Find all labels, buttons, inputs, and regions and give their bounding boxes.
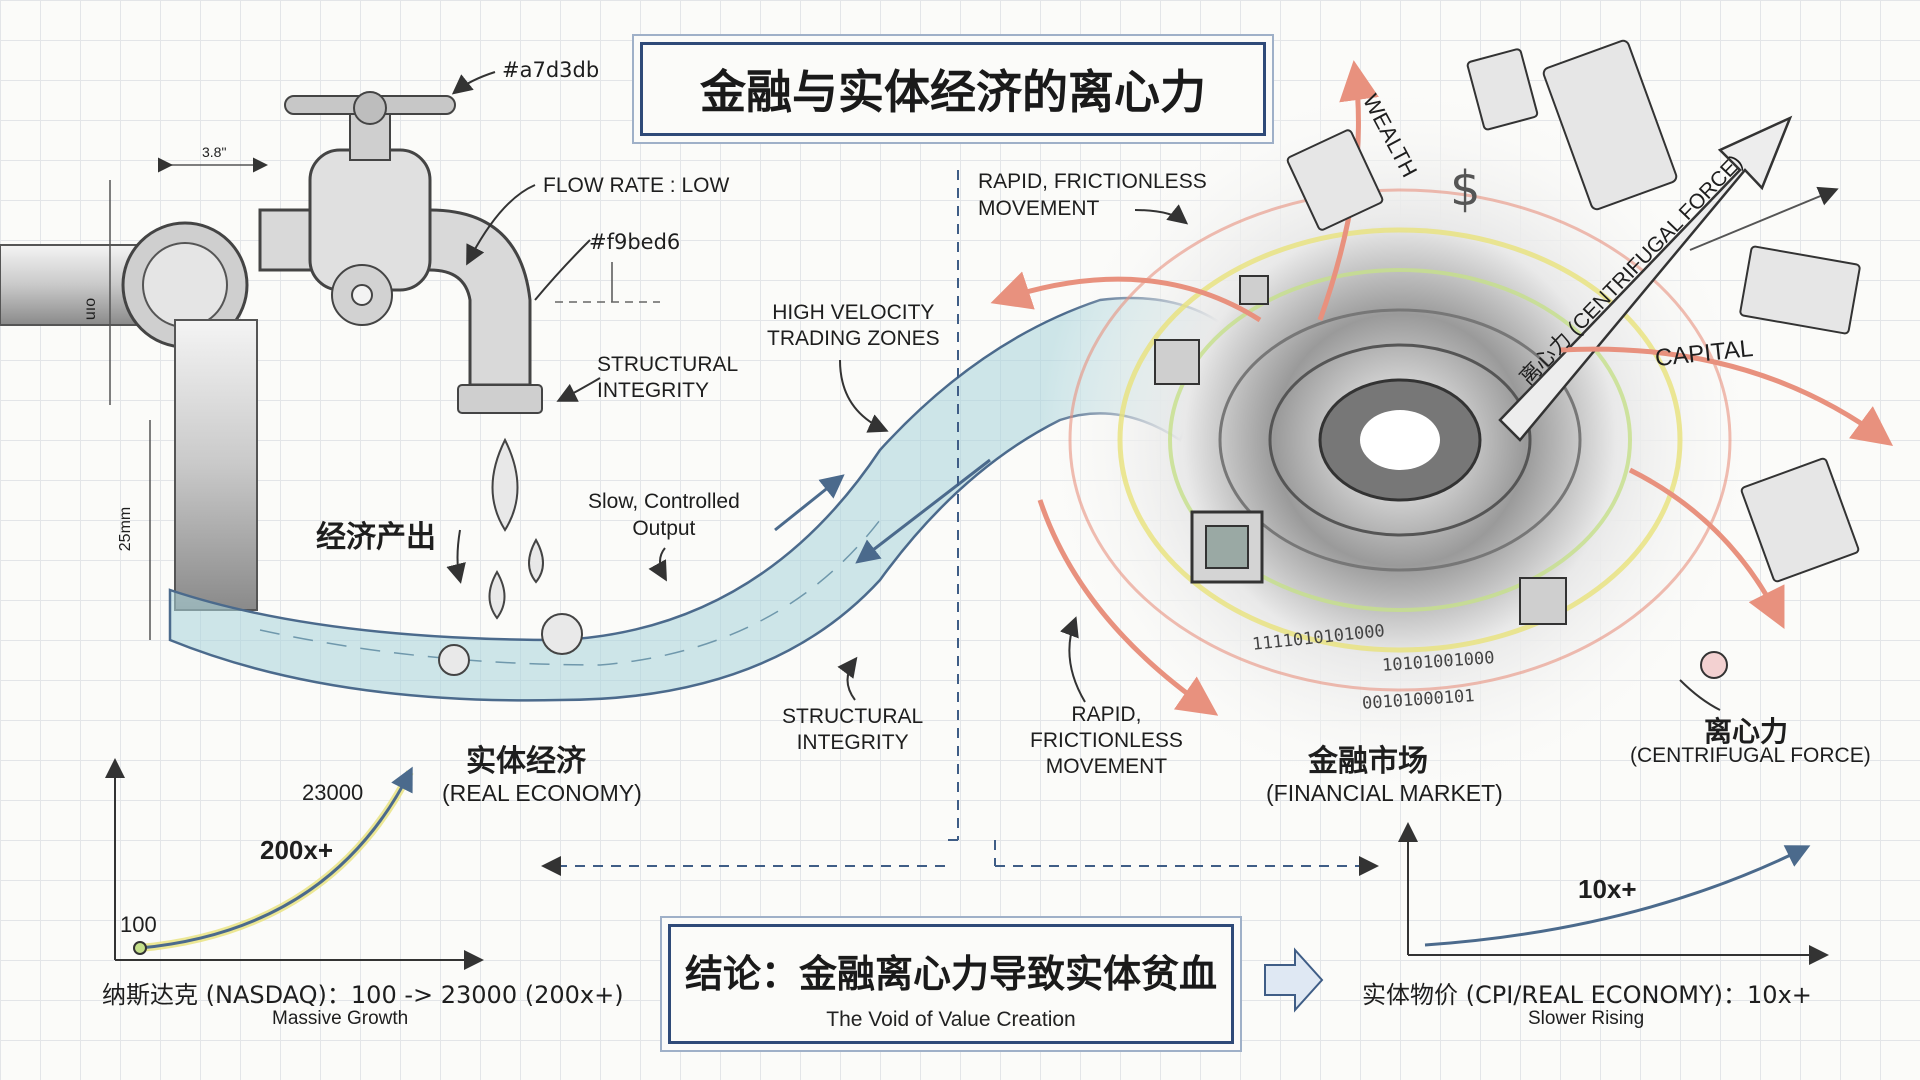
rapid-movement-top-label: RAPID, FRICTIONLESS MOVEMENT — [978, 170, 1207, 220]
color-label-top: #a7d3db — [502, 58, 600, 82]
centrifugal-label-cn: 离心力 — [1704, 715, 1789, 748]
nasdaq-multiplier-label: 200x+ — [260, 835, 334, 865]
structural-integrity-top-label: STRUCTURAL INTEGRITY — [597, 353, 739, 402]
cpi-subcaption: Slower Rising — [1528, 1008, 1645, 1029]
real-economy-label-en: (REAL ECONOMY) — [442, 780, 642, 806]
conclusion-subtitle: The Void of Value Creation — [826, 1008, 1076, 1031]
center-divider — [541, 170, 1379, 876]
vortex-illustration: $ — [990, 39, 1894, 800]
nasdaq-start-label: 100 — [120, 912, 157, 937]
financial-market-label-en: (FINANCIAL MARKET) — [1266, 780, 1503, 806]
financial-market-label-cn: 金融市场 — [1308, 744, 1428, 779]
structural-integrity-bottom-label: STRUCTURAL INTEGRITY — [782, 705, 924, 754]
flow-rate-label: FLOW RATE : LOW — [543, 174, 730, 197]
centrifugal-label-en: (CENTRIFUGAL FORCE) — [1630, 744, 1871, 767]
high-velocity-label: HIGH VELOCITY TRADING ZONES — [767, 301, 940, 350]
conclusion-box: 结论：金融离心力导致实体贫血 The Void of Value Creatio… — [668, 924, 1234, 1044]
dimension-left-label: uıo — [82, 297, 100, 321]
economic-output-label: 经济产出 — [316, 520, 436, 555]
nasdaq-end-label: 23000 — [302, 780, 364, 805]
dimension-long-label: 25mm — [117, 506, 135, 552]
conclusion-title: 结论：金融离心力导致实体贫血 — [684, 952, 1217, 996]
rapid-movement-bottom-label: RAPID, FRICTIONLESS MOVEMENT — [1030, 703, 1183, 778]
pointer-lines — [446, 71, 1721, 711]
color-label-mid: #f9bed6 — [589, 230, 681, 254]
nasdaq-caption: 纳斯达克 (NASDAQ)：100 -> 23000 (200x+) — [102, 981, 624, 1009]
cpi-growth-chart — [1398, 822, 1829, 965]
page-title: 金融与实体经济的离心力 — [640, 42, 1266, 136]
dimension-top-label: 3.8" — [202, 144, 227, 160]
nasdaq-subcaption: Massive Growth — [272, 1008, 409, 1029]
svg-text:$: $ — [1450, 161, 1481, 217]
real-economy-label-cn: 实体经济 — [466, 744, 586, 779]
conclusion-arrow — [1264, 947, 1324, 1013]
faucet-illustration — [0, 91, 660, 640]
cpi-caption: 实体物价 (CPI/REAL ECONOMY)：10x+ — [1362, 981, 1812, 1009]
slow-controlled-label: Slow, Controlled Output — [588, 490, 740, 540]
cpi-multiplier-label: 10x+ — [1578, 874, 1637, 904]
nasdaq-growth-chart — [105, 758, 484, 970]
